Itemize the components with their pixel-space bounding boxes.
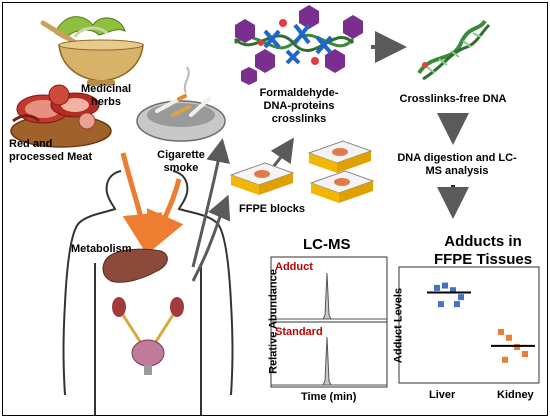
adducts-title: Adducts in FFPE Tissues [433, 233, 533, 268]
liver-icon [102, 248, 168, 283]
adduct-levels-chart [398, 266, 540, 384]
medicinal-herbs-label: Medicinal herbs [80, 83, 132, 108]
adduct-peak [271, 272, 387, 320]
data-point-kidney [498, 328, 504, 335]
data-point-kidney [506, 334, 512, 341]
red-meat-icon [10, 84, 112, 148]
data-point-liver [434, 284, 440, 291]
data-point-liver [458, 294, 464, 301]
artwork [10, 5, 540, 415]
crosslinks-free-dna-label: Crosslinks-free DNA [399, 93, 507, 105]
group-label-liver: Liver [429, 389, 456, 401]
data-point-liver [454, 301, 460, 308]
lcms-title: LC-MS [303, 236, 351, 253]
data-point-kidney [514, 344, 520, 351]
group-label-kidney: Kidney [497, 389, 534, 401]
lcms-ylabel: Relative Abundance [267, 269, 280, 374]
red-meat-label: Red and processed Meat [9, 138, 93, 163]
lcms-xlabel: Time (min) [301, 391, 357, 403]
data-point-liver [450, 287, 456, 294]
kidney-icon [112, 297, 184, 344]
standard-trace-label: Standard [275, 326, 323, 338]
cigarette-smoke-label: Cigarette smoke [157, 149, 205, 174]
standard-peak [271, 336, 387, 386]
graphical-abstract: Medicinal herbs Red and processed Meat C… [2, 2, 548, 416]
ffpe-blocks-icon [229, 140, 375, 203]
data-point-kidney [502, 356, 508, 363]
adduct-trace-label: Adduct [275, 261, 313, 273]
cigarette-ashtray-icon [136, 66, 226, 142]
adducts-ylabel: Adduct Levels [392, 287, 405, 364]
digestion-label: DNA digestion and LC- MS analysis [397, 152, 517, 177]
data-point-liver [438, 301, 444, 308]
data-point-kidney [522, 351, 528, 357]
bladder-icon [131, 339, 165, 375]
crosslinks-free-dna-icon [417, 19, 491, 81]
ffpe-blocks-label: FFPE blocks [239, 203, 306, 215]
dna-protein-crosslinks-icon [233, 5, 363, 85]
lcms-chart [270, 256, 388, 388]
data-point-liver [442, 282, 448, 289]
medicinal-herbs-icon [40, 16, 144, 86]
metabolism-label: Metabolism [71, 243, 132, 255]
crosslinks-label: Formaldehyde- DNA-proteins crosslinks [259, 87, 339, 125]
